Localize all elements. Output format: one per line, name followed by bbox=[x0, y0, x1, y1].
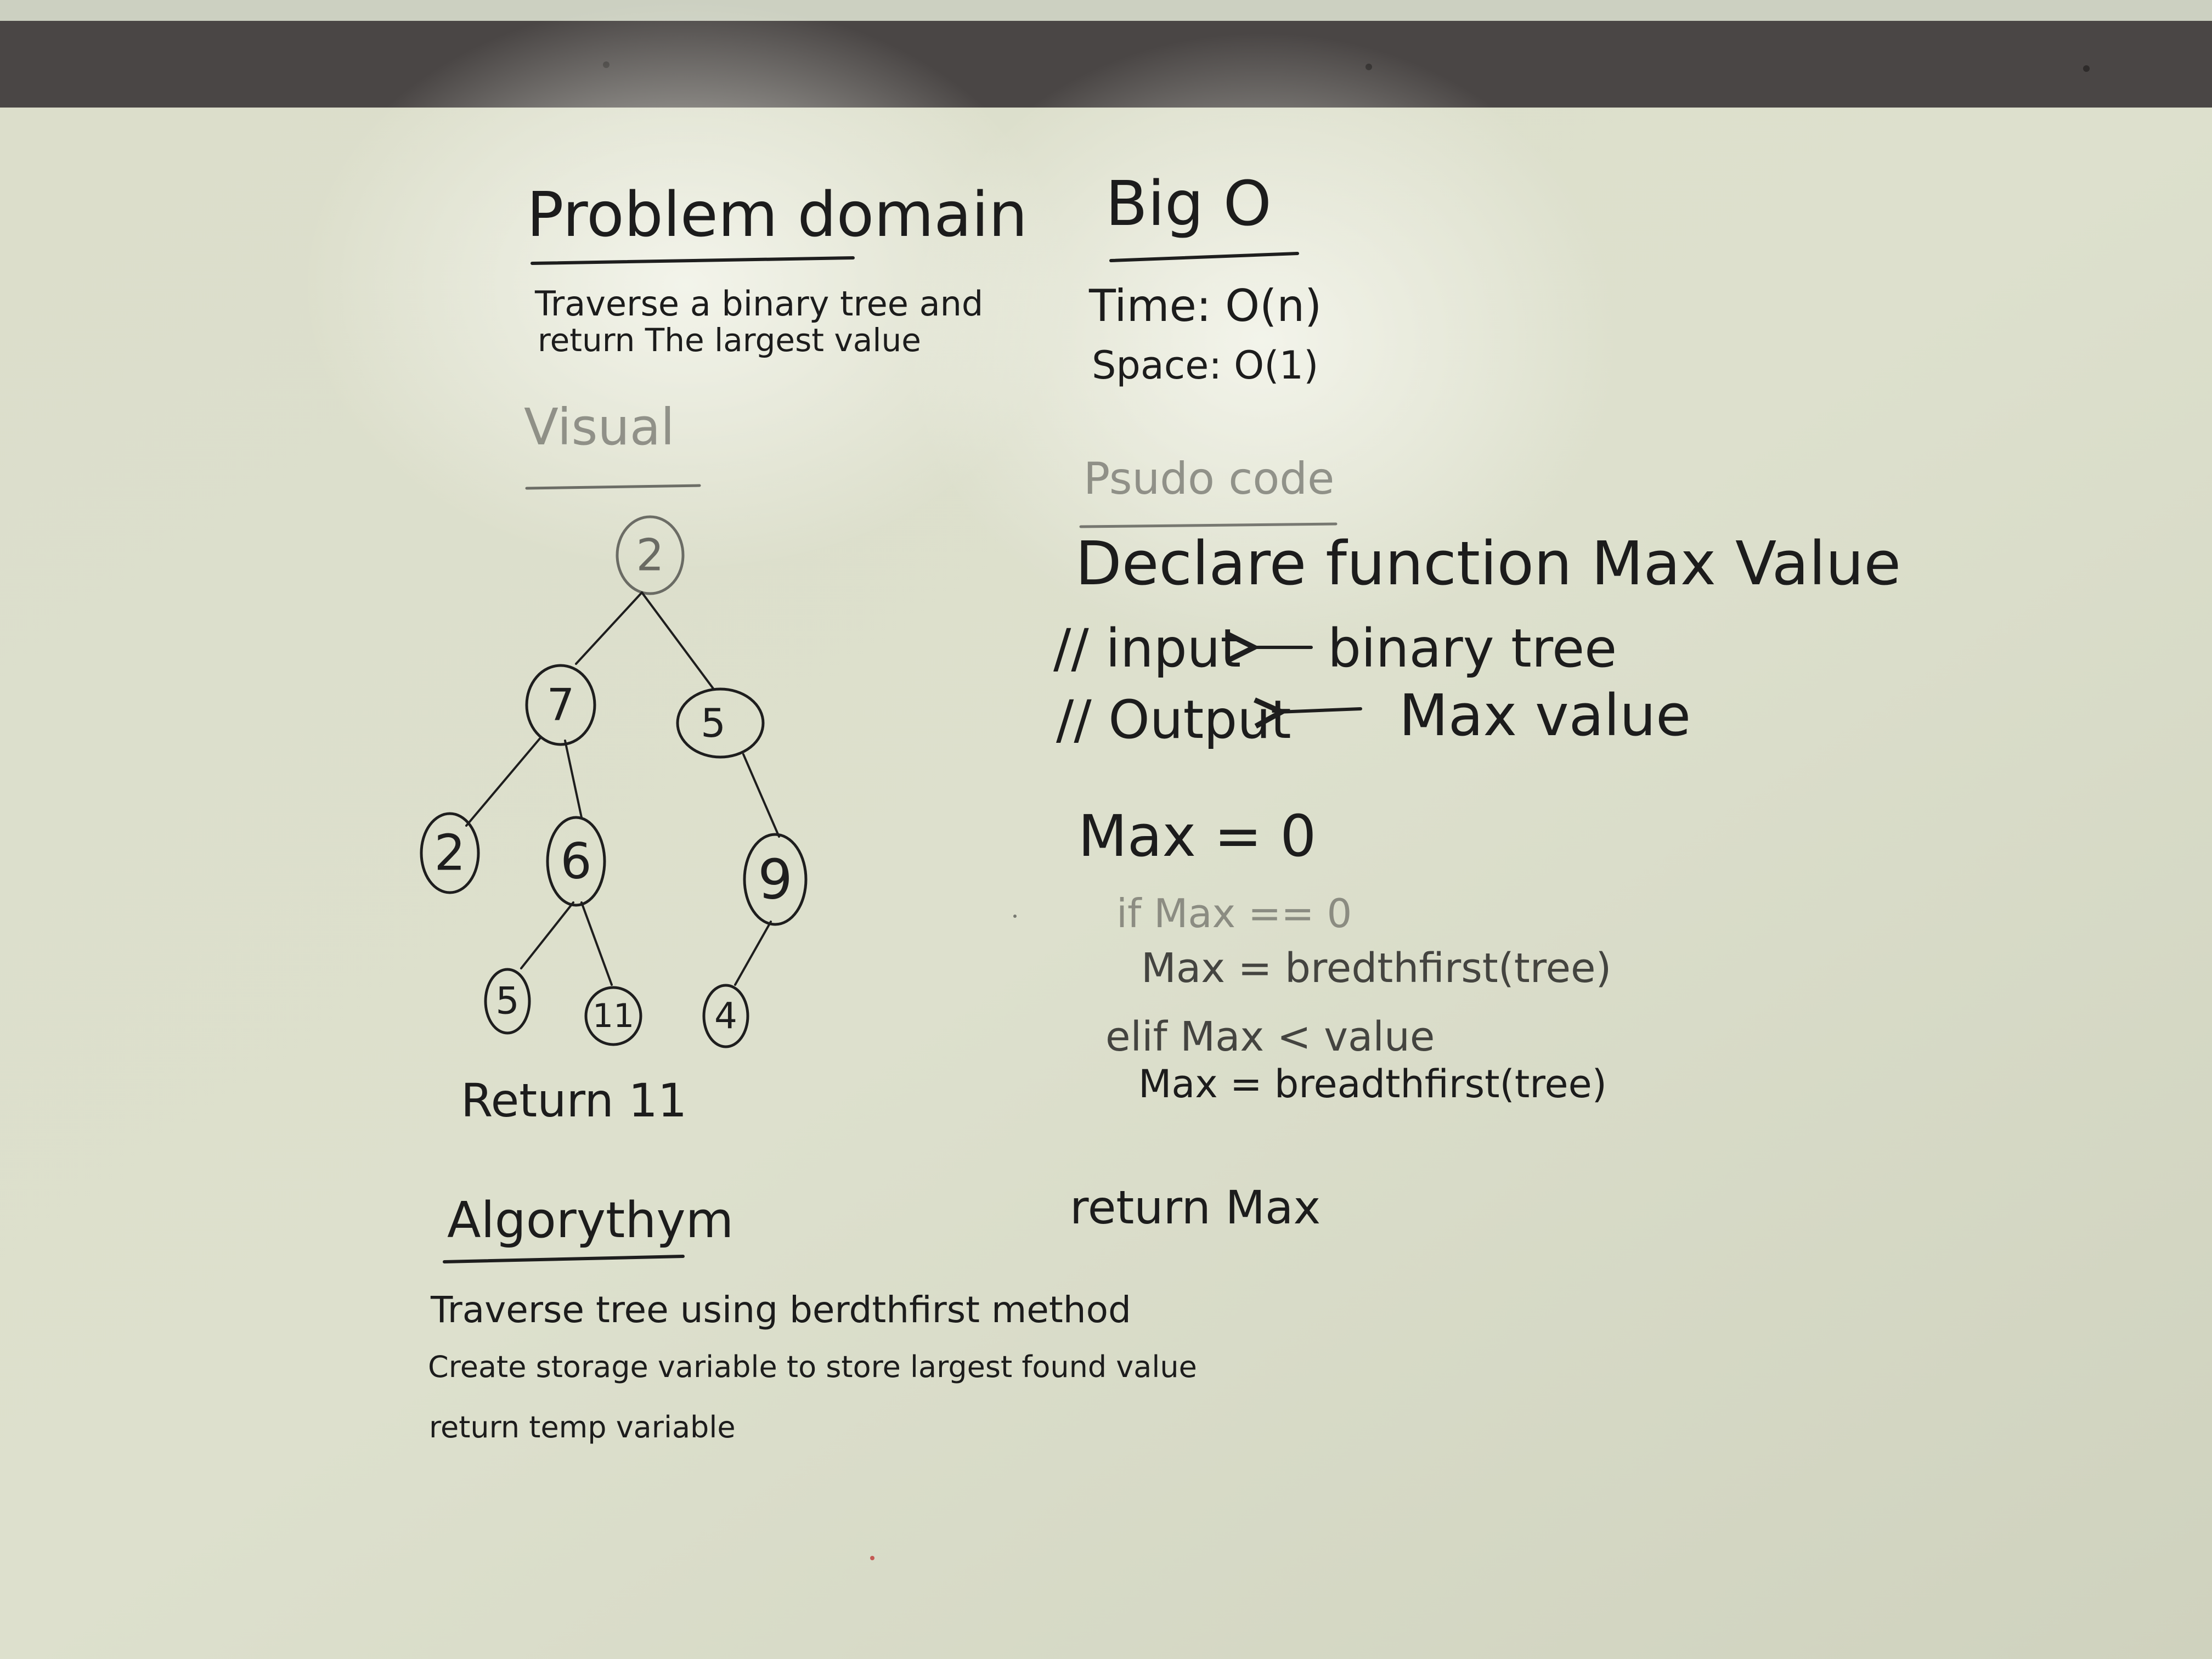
pseudo-code-heading: Psudo code bbox=[1084, 453, 1334, 504]
problem-domain-line2: return The largest value bbox=[538, 321, 921, 359]
tree-edge bbox=[641, 591, 714, 690]
visual-heading: Visual bbox=[524, 398, 675, 456]
node-circle bbox=[525, 664, 596, 746]
node-circle bbox=[616, 515, 685, 595]
node-label: 9 bbox=[758, 848, 793, 912]
tree-edge bbox=[734, 921, 772, 986]
tree-edge bbox=[580, 901, 613, 986]
pseudo-max-init: Max = 0 bbox=[1078, 803, 1316, 870]
tree-node-root: 2 bbox=[616, 515, 685, 595]
visual-underline bbox=[525, 484, 701, 490]
algorithm-step2: Create storage variable to store largest… bbox=[428, 1350, 1197, 1384]
node-label: 2 bbox=[434, 825, 465, 882]
algorithm-heading: Algorythym bbox=[447, 1192, 733, 1249]
tree-node-left-left: 2 bbox=[420, 812, 480, 894]
pseudo-input-value: binary tree bbox=[1328, 618, 1617, 679]
pseudo-input-label: // input bbox=[1053, 618, 1241, 679]
pseudo-output-value: Max value bbox=[1399, 682, 1691, 749]
big-o-underline bbox=[1109, 252, 1299, 262]
node-circle bbox=[743, 833, 808, 926]
node-label: 5 bbox=[495, 980, 519, 1023]
pseudo-declare: Declare function Max Value bbox=[1075, 528, 1901, 599]
node-label: 5 bbox=[701, 700, 726, 746]
wall-strip bbox=[0, 0, 2212, 22]
tree-node-lr-right: 11 bbox=[584, 986, 642, 1046]
tree-node-root-left: 7 bbox=[525, 664, 596, 746]
tree-node-root-right: 5 bbox=[676, 687, 765, 759]
problem-domain-line1: Traverse a binary tree and bbox=[534, 284, 983, 324]
pseudo-code-underline bbox=[1079, 522, 1338, 528]
node-label: 6 bbox=[560, 833, 591, 890]
tree-edge bbox=[465, 737, 541, 827]
node-label: 7 bbox=[547, 680, 575, 731]
light-glare bbox=[302, 0, 1070, 571]
node-label: 4 bbox=[714, 995, 737, 1037]
visual-result: Return 11 bbox=[461, 1074, 687, 1127]
rail-screw bbox=[2083, 65, 2090, 72]
algorithm-underline bbox=[443, 1255, 685, 1263]
tree-node-left-right: 6 bbox=[546, 816, 606, 907]
tree-node-rr-left: 4 bbox=[702, 984, 749, 1048]
node-circle bbox=[676, 687, 765, 759]
tree-node-lr-left: 5 bbox=[484, 968, 531, 1035]
tree-edge bbox=[564, 740, 583, 819]
node-circle bbox=[484, 968, 531, 1035]
pseudo-if-body: Max = bredthfirst(tree) bbox=[1141, 945, 1611, 992]
tree-node-right-right: 9 bbox=[743, 833, 808, 926]
pseudo-elif-line: elif Max < value bbox=[1105, 1013, 1435, 1060]
tree-edge bbox=[742, 753, 780, 838]
stray-mark bbox=[870, 1556, 874, 1560]
pseudo-elif-body: Max = breadthfirst(tree) bbox=[1138, 1062, 1607, 1107]
output-arrow bbox=[1278, 709, 1362, 712]
algorithm-step3: return temp variable bbox=[429, 1410, 736, 1444]
big-o-time: Time: O(n) bbox=[1088, 280, 1322, 331]
node-circle bbox=[420, 812, 480, 894]
stray-mark bbox=[1013, 915, 1017, 918]
big-o-heading: Big O bbox=[1105, 168, 1272, 240]
tree-edge bbox=[520, 901, 574, 969]
tree-edge bbox=[575, 591, 643, 665]
node-circle bbox=[546, 816, 606, 907]
node-circle bbox=[702, 984, 749, 1048]
problem-domain-underline bbox=[531, 256, 855, 265]
node-label: 2 bbox=[636, 530, 664, 581]
problem-domain-heading: Problem domain bbox=[527, 179, 1028, 251]
tree-edges bbox=[465, 591, 780, 986]
light-glare bbox=[905, 33, 1618, 647]
pseudo-return: return Max bbox=[1070, 1181, 1321, 1234]
big-o-space: Space: O(1) bbox=[1092, 343, 1318, 388]
pseudo-if-line: if Max == 0 bbox=[1116, 890, 1352, 936]
algorithm-step1: Traverse tree using berdthfirst method bbox=[430, 1289, 1131, 1331]
node-label: 11 bbox=[592, 997, 634, 1035]
pseudo-output-label: // Output bbox=[1056, 689, 1291, 751]
node-circle bbox=[584, 986, 642, 1046]
